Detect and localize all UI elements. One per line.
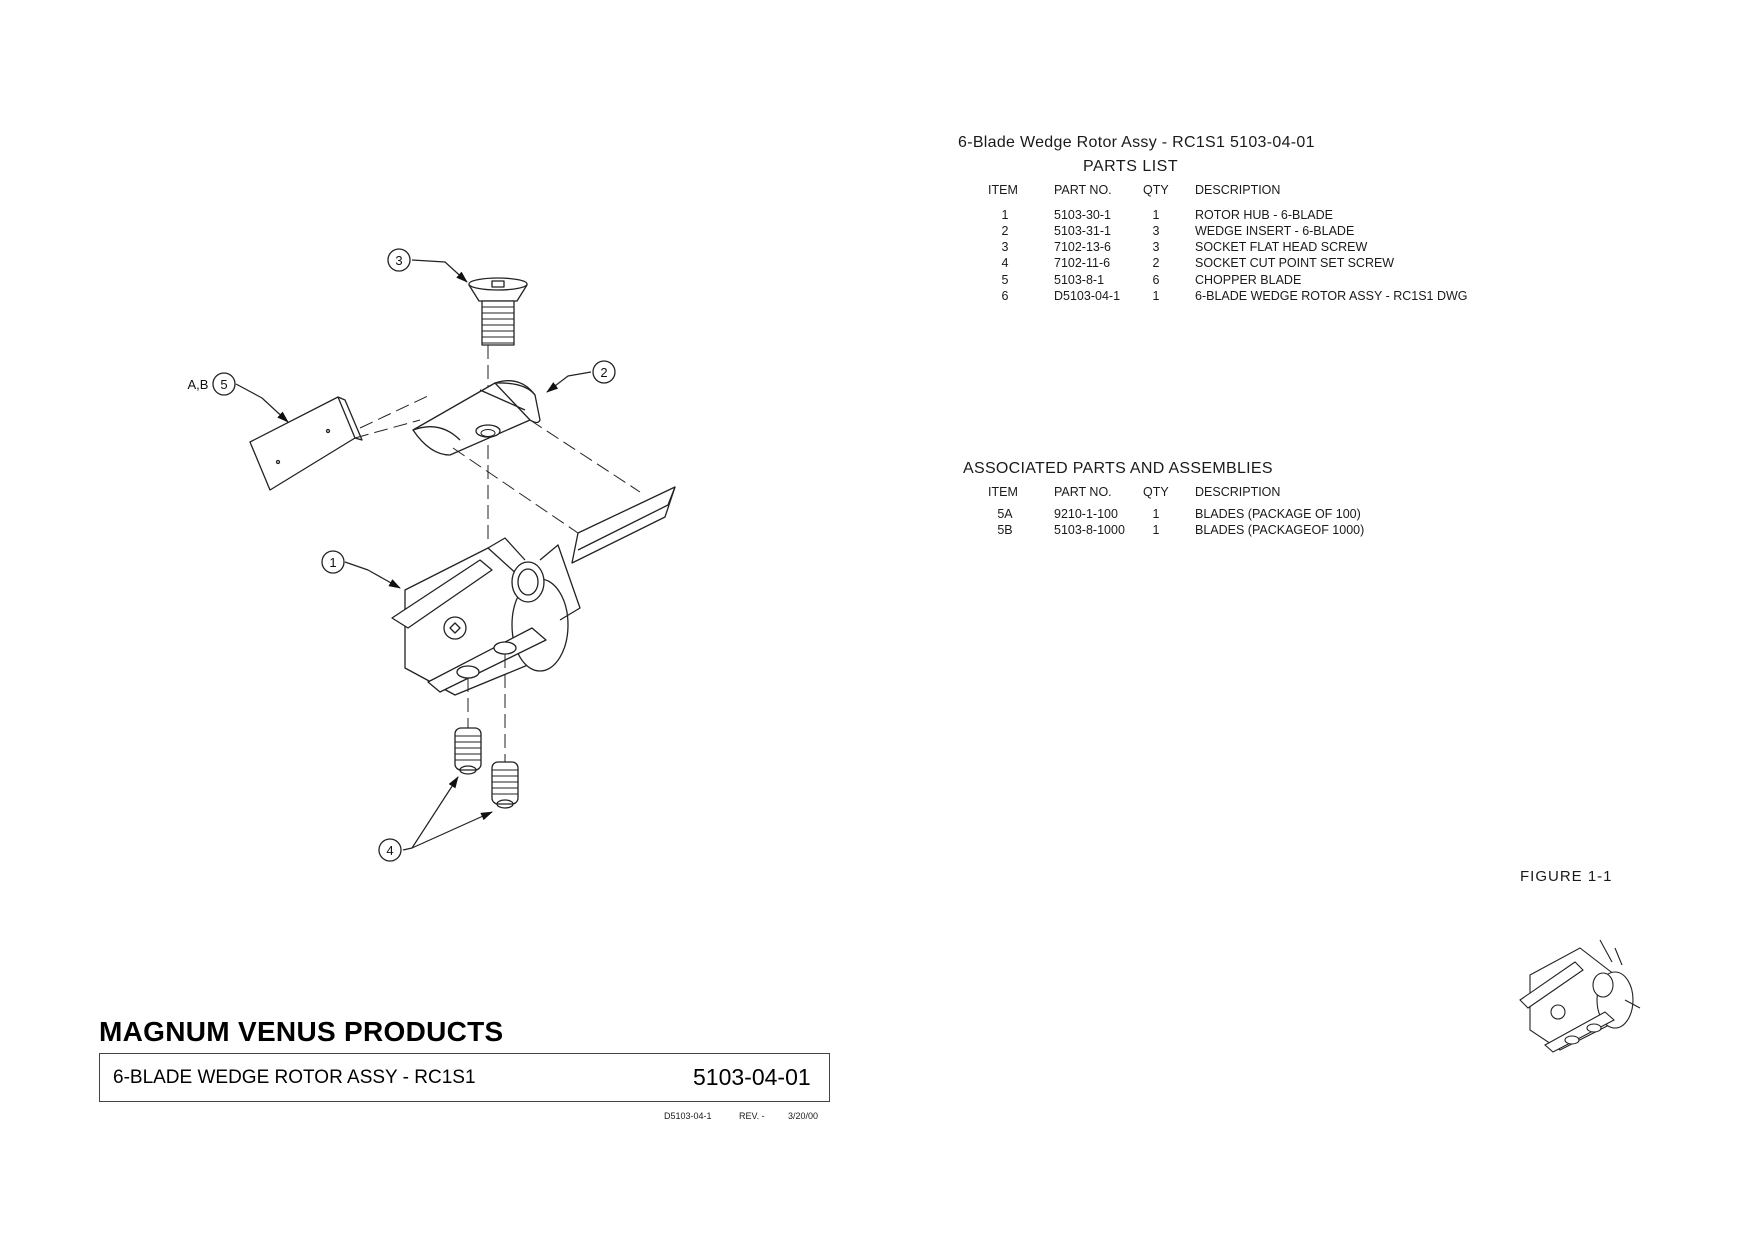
callout-1: 1 xyxy=(329,555,336,570)
parts-row-1-qty: 1 xyxy=(1152,208,1160,222)
parts-row-2-qty: 3 xyxy=(1152,224,1160,238)
callout-circle-3 xyxy=(387,248,411,272)
leader-line-5 xyxy=(235,383,289,423)
assoc-header-qty: QTY xyxy=(1143,485,1169,499)
drawing-date: 3/20/00 xyxy=(788,1111,819,1121)
parts-row-1-item: 1 xyxy=(1001,208,1009,222)
parts-row-4-item: 4 xyxy=(1001,256,1009,270)
chopper-blade-right-part xyxy=(571,486,676,564)
callout-circle-1 xyxy=(321,550,345,574)
callout-5-prefix: A,B xyxy=(188,377,209,392)
parts-row-2-desc: WEDGE INSERT - 6-BLADE xyxy=(1195,224,1355,238)
wedge-insert-part xyxy=(412,380,541,456)
parts-row-5-item: 5 xyxy=(1001,273,1009,287)
assoc-row-2-desc: BLADES (PACKAGEOF 1000) xyxy=(1195,523,1365,537)
parts-row-6-item: 6 xyxy=(1001,289,1009,303)
callout-2: 2 xyxy=(600,365,607,380)
parts-row-6-part: D5103-04-1 xyxy=(1054,289,1121,303)
assoc-row-1-qty: 1 xyxy=(1152,507,1160,521)
parts-row-5-part: 5103-8-1 xyxy=(1054,273,1105,287)
parts-row-3-item: 3 xyxy=(1001,240,1009,254)
parts-row-3-qty: 3 xyxy=(1152,240,1160,254)
parts-row-4-part: 7102-11-6 xyxy=(1054,256,1111,270)
revision: REV. - xyxy=(739,1111,765,1121)
leader-line-1 xyxy=(344,561,401,589)
set-screw-part-b xyxy=(491,761,519,809)
assoc-row-1-part: 9210-1-100 xyxy=(1054,507,1118,521)
parts-row-1-desc: ROTOR HUB - 6-BLADE xyxy=(1195,208,1333,222)
flat-head-screw-part xyxy=(468,277,528,346)
rotor-hub-part xyxy=(391,537,581,696)
parts-list-subtitle: PARTS LIST xyxy=(1083,158,1179,175)
chopper-blade-left-part xyxy=(249,396,363,491)
parts-row-5-desc: CHOPPER BLADE xyxy=(1195,273,1302,287)
assoc-row-2-part: 5103-8-1000 xyxy=(1054,523,1125,537)
leader-line-2 xyxy=(546,371,592,393)
parts-row-4-desc: SOCKET CUT POINT SET SCREW xyxy=(1195,256,1395,270)
parts-row-3-desc: SOCKET FLAT HEAD SCREW xyxy=(1195,240,1368,254)
header-item: ITEM xyxy=(988,183,1018,197)
callout-circle-5 xyxy=(212,372,236,396)
company-name: MAGNUM VENUS PRODUCTS xyxy=(99,1016,504,1047)
associated-title: ASSOCIATED PARTS AND ASSEMBLIES xyxy=(963,460,1273,477)
parts-row-6-desc: 6-BLADE WEDGE ROTOR ASSY - RC1S1 DWG xyxy=(1195,289,1468,303)
parts-list-title: 6-Blade Wedge Rotor Assy - RC1S1 5103-04… xyxy=(958,134,1315,151)
callout-circle-2 xyxy=(592,360,616,384)
assoc-header-part-no: PART NO. xyxy=(1054,485,1112,499)
assoc-header-item: ITEM xyxy=(988,485,1018,499)
parts-row-2-item: 2 xyxy=(1001,224,1009,238)
parts-row-4-qty: 2 xyxy=(1152,256,1160,270)
assoc-row-1-desc: BLADES (PACKAGE OF 100) xyxy=(1195,507,1361,521)
callout-5: 5 xyxy=(220,377,227,392)
parts-row-6-qty: 1 xyxy=(1152,289,1160,303)
header-qty: QTY xyxy=(1143,183,1169,197)
header-description: DESCRIPTION xyxy=(1195,183,1281,197)
header-part-no: PART NO. xyxy=(1054,183,1112,197)
assembly-thumbnail xyxy=(1519,939,1641,1053)
drawing-file-no: D5103-04-1 xyxy=(664,1111,712,1121)
parts-row-2-part: 5103-31-1 xyxy=(1054,224,1111,238)
assoc-header-description: DESCRIPTION xyxy=(1195,485,1281,499)
leader-line-3 xyxy=(411,259,468,283)
callout-4: 4 xyxy=(386,843,393,858)
set-screw-part-a xyxy=(454,727,482,775)
leader-line-4b xyxy=(411,811,493,849)
title-box: 6-BLADE WEDGE ROTOR ASSY - RC1S1 5103-04… xyxy=(99,1053,830,1102)
parts-row-5-qty: 6 xyxy=(1152,273,1160,287)
assoc-row-1-item: 5A xyxy=(997,507,1013,521)
assoc-row-2-qty: 1 xyxy=(1152,523,1160,537)
assoc-row-2-item: 5B xyxy=(997,523,1013,537)
drawing-number: 5103-04-01 xyxy=(693,1064,811,1090)
callout-3: 3 xyxy=(395,253,402,268)
parts-row-1-part: 5103-30-1 xyxy=(1054,208,1111,222)
drawing-title: 6-BLADE WEDGE ROTOR ASSY - RC1S1 xyxy=(113,1067,476,1088)
callout-circle-4 xyxy=(378,838,402,862)
figure-label: FIGURE 1-1 xyxy=(1520,868,1613,885)
parts-row-3-part: 7102-13-6 xyxy=(1054,240,1111,254)
